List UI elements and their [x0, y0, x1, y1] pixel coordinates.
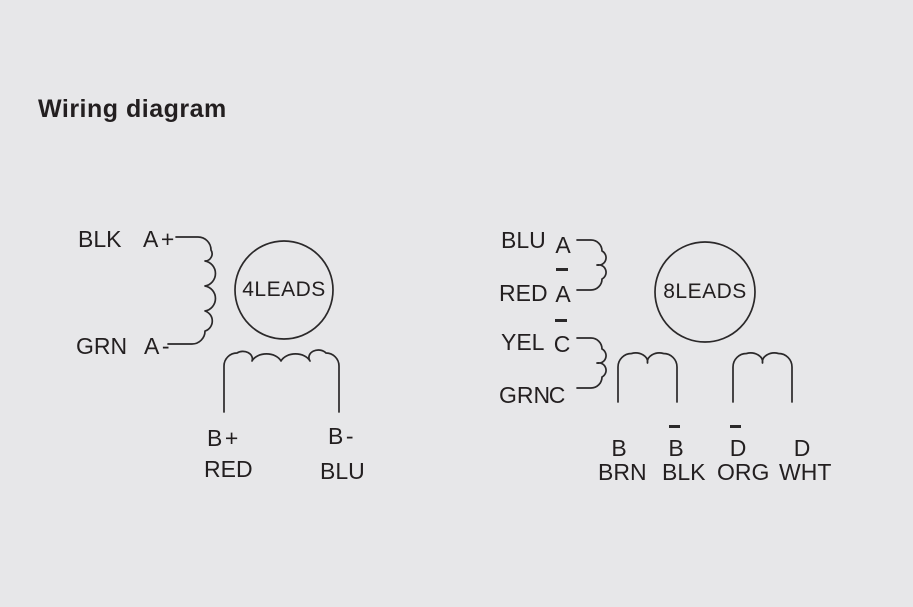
overbar-d: [730, 425, 741, 428]
terminal-8l-a-bar: A: [555, 281, 571, 307]
coil-8leads-phase-b: [617, 352, 678, 403]
terminal-8l-d-bar: D: [729, 435, 747, 461]
wire-color-8l-d-bar: ORG: [717, 459, 770, 485]
overbar-b: [669, 425, 680, 428]
motor-body-8leads-circle: [654, 241, 756, 343]
coil-8leads-phase-c: [576, 337, 607, 389]
wire-color-8l-a: BLU: [501, 227, 546, 253]
terminal-8l-b: B: [611, 435, 627, 461]
wire-color-8l-c-bar: YEL: [501, 329, 545, 355]
coil-4leads-phase-a: [167, 236, 217, 345]
page-title: Wiring diagram: [38, 95, 227, 123]
coil-8leads-phase-a: [576, 239, 607, 291]
overbar-c: [555, 319, 567, 322]
terminal-4l-a-plus: A+: [143, 226, 177, 252]
terminal-8l-a: A: [555, 232, 571, 258]
motor-body-4leads-circle: [234, 240, 334, 340]
wire-color-8l-d: WHT: [779, 459, 832, 485]
motor-4leads-label: 4LEADS: [242, 278, 326, 301]
wire-color-4l-b-minus: BLU: [320, 458, 365, 484]
terminal-4l-b-minus: B-: [328, 423, 356, 449]
terminal-8l-b-bar: B: [668, 435, 684, 461]
wire-color-4l-b-plus: RED: [204, 456, 253, 482]
coil-4leads-phase-b: [223, 349, 340, 413]
wire-color-4l-a-plus: BLK: [78, 226, 122, 252]
terminal-8l-d: D: [793, 435, 811, 461]
wire-color-4l-a-minus: GRN: [76, 333, 128, 359]
overbar-a: [556, 268, 568, 271]
wire-color-8l-b: BRN: [598, 459, 647, 485]
terminal-8l-c: C: [548, 382, 566, 408]
wire-color-8l-c: GRN: [499, 382, 551, 408]
coil-8leads-phase-d: [732, 352, 793, 403]
wire-color-8l-a-bar: RED: [499, 280, 548, 306]
terminal-8l-c-bar: C: [553, 331, 571, 357]
wire-color-8l-b-bar: BLK: [662, 459, 706, 485]
motor-8leads-label: 8LEADS: [663, 280, 747, 303]
terminal-4l-a-minus: A-: [144, 333, 172, 359]
terminal-4l-b-plus: B+: [207, 425, 241, 451]
